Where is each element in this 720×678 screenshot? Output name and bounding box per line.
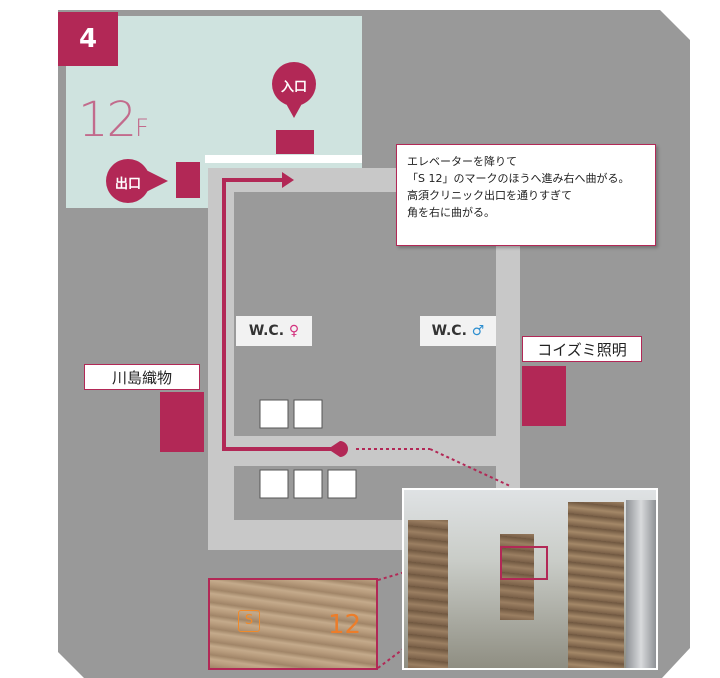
- shop-right-label: コイズミ照明: [522, 336, 642, 362]
- shop-left-label: 川島織物: [84, 364, 200, 390]
- photo-pillar: [626, 500, 656, 668]
- floor-label-number: 12: [78, 92, 137, 148]
- entrance-pin-label: 入口: [280, 80, 307, 95]
- floor-label: 12F: [78, 92, 149, 148]
- restroom-female-sign: W.C. ♀: [236, 316, 312, 346]
- elevator: [293, 399, 323, 429]
- restroom-male-label: W.C.: [431, 323, 467, 339]
- shop-left-block: [160, 392, 204, 452]
- photo-wall-left: [408, 520, 448, 668]
- elevators: [259, 399, 357, 499]
- pointer-line-diag: [429, 448, 511, 487]
- photo-highlight-box: [500, 546, 548, 580]
- route-line: [222, 178, 340, 451]
- elevator: [327, 469, 357, 499]
- corridor-photo: [402, 488, 658, 670]
- direction-note-line: 「S 12」のマークのほうへ進み右へ曲がる。: [407, 172, 630, 185]
- direction-note-line: エレベーターを降りて: [407, 155, 517, 168]
- direction-note-line: 高須クリニック出口を通りすぎて: [407, 189, 572, 202]
- photo-wall-right: [568, 502, 624, 668]
- floor-number-badge: 4: [58, 12, 118, 66]
- male-icon: ♂: [471, 323, 485, 339]
- elevator: [293, 469, 323, 499]
- route-arrow: [282, 172, 294, 188]
- exit-door: [176, 162, 200, 198]
- entrance-door: [276, 130, 314, 154]
- entrance-pin: [272, 62, 316, 118]
- shop-right-block: [522, 366, 566, 426]
- floor-label-suffix: F: [135, 114, 149, 142]
- elevator: [259, 399, 289, 429]
- clinic-divider: [205, 155, 362, 163]
- sign-zoom: S 12: [208, 578, 378, 670]
- exit-pin: [106, 159, 168, 203]
- direction-note: エレベーターを降りて 「S 12」のマークのほうへ進み右へ曲がる。 高須クリニッ…: [396, 144, 656, 246]
- zoom-mark-s: S: [238, 610, 260, 632]
- photo-wall-mid: [500, 534, 534, 620]
- direction-note-line: 角を右に曲がる。: [407, 206, 495, 219]
- female-icon: ♀: [288, 323, 300, 339]
- zoom-mark-number: 12: [328, 610, 362, 640]
- exit-pin-label: 出口: [114, 177, 141, 192]
- restroom-female-label: W.C.: [248, 323, 285, 339]
- current-position-marker: [328, 441, 348, 457]
- restroom-male-sign: W.C. ♂: [420, 316, 496, 346]
- elevator: [259, 469, 289, 499]
